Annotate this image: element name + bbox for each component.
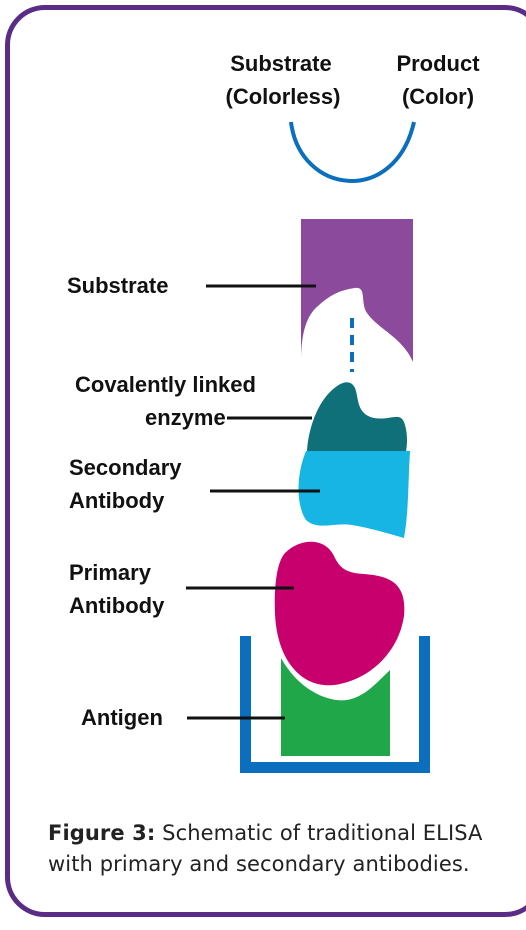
caption-label: Figure 3: xyxy=(48,821,155,845)
label-color: (Color) xyxy=(402,84,474,109)
label-colorless: (Colorless) xyxy=(226,84,341,109)
label-substrate-top: Substrate xyxy=(230,51,331,76)
label-primary-line-2: Antibody xyxy=(69,593,165,618)
primary-antibody-shape xyxy=(275,542,405,686)
secondary-antibody-shape xyxy=(299,451,411,538)
label-enzyme-line-1: Covalently linked xyxy=(75,372,256,397)
label-substrate: Substrate xyxy=(67,273,168,298)
label-product: Product xyxy=(396,51,480,76)
reaction-arc xyxy=(291,122,414,181)
label-secondary-line-2: Antibody xyxy=(69,488,165,513)
label-enzyme-line-2: enzyme xyxy=(145,405,226,430)
enzyme-shape xyxy=(307,382,407,451)
figure-caption: Figure 3: Schematic of traditional ELISA… xyxy=(48,818,518,880)
substrate-shape xyxy=(301,219,413,362)
label-primary-line-1: Primary xyxy=(69,560,152,585)
label-secondary-line-1: Secondary xyxy=(69,455,182,480)
label-antigen: Antigen xyxy=(81,705,163,730)
